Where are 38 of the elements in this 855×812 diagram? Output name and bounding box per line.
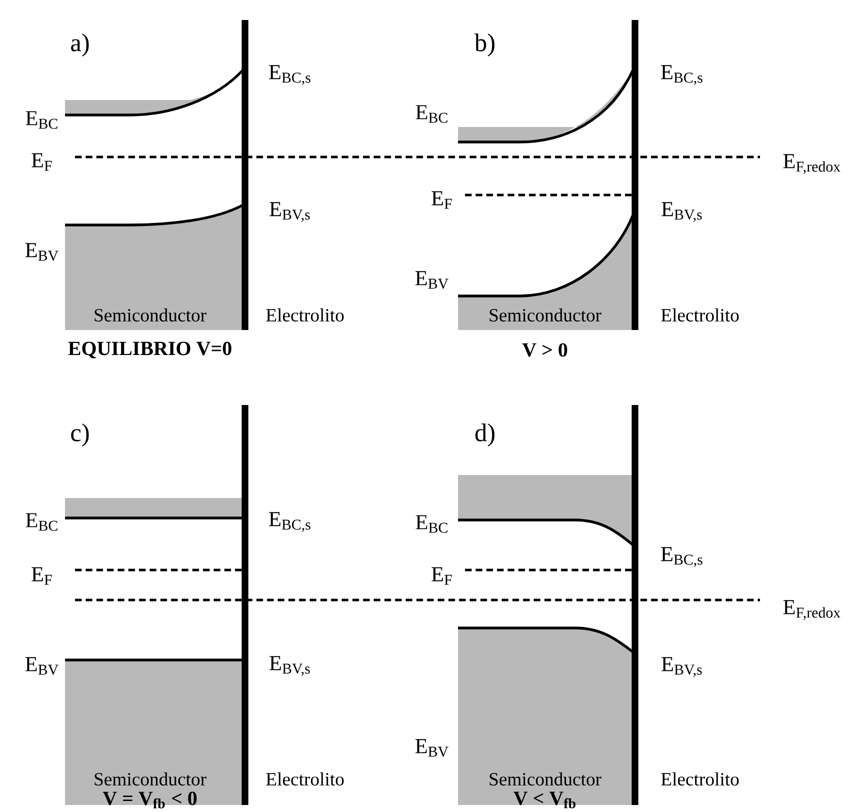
energy-level-label: E$_{BC,s}$ — [269, 512, 310, 532]
region-label: Semiconductor — [94, 308, 206, 322]
energy-level-label: E$_{BC,s}$ — [661, 65, 702, 85]
energy-level-label: E$_{F}$ — [32, 153, 52, 171]
energy-level-label: E$_{BC}$ — [26, 111, 58, 129]
energy-level-label: E$_{BV,s}$ — [270, 202, 310, 222]
panel-caption: V < V$_{fb}$ — [514, 792, 576, 808]
region-label: Electrolito — [266, 772, 344, 786]
region-label: Semiconductor — [94, 772, 206, 786]
panel-caption: EQUILIBRIO V=0 — [68, 342, 232, 358]
energy-level-label: E$_{F,redox}$ — [783, 154, 840, 174]
energy-level-label: E$_{BC}$ — [416, 515, 448, 533]
energy-level-label: E$_{F}$ — [432, 191, 452, 209]
region-label: Electrolito — [661, 772, 739, 786]
energy-level-label: E$_{BV,s}$ — [270, 656, 310, 676]
energy-level-label: E$_{BV}$ — [415, 271, 448, 289]
region-label: Semiconductor — [490, 308, 602, 322]
energy-level-label: E$_{BV}$ — [415, 739, 448, 757]
region-label: Electrolito — [661, 308, 739, 322]
energy-level-label: E$_{BV}$ — [25, 243, 58, 261]
energy-level-label: E$_{F,redox}$ — [783, 600, 840, 620]
panel-letter: a) — [71, 34, 89, 56]
panel-letter: b) — [474, 34, 494, 56]
energy-level-label: E$_{F}$ — [432, 567, 452, 585]
panel-caption: V > 0 — [522, 343, 568, 357]
energy-level-label: E$_{BC,s}$ — [269, 65, 310, 85]
region-label: Electrolito — [266, 308, 344, 322]
energy-level-label: E$_{BV}$ — [25, 657, 58, 675]
energy-level-label: E$_{BC,s}$ — [661, 547, 702, 567]
energy-level-label: E$_{F}$ — [32, 567, 52, 585]
panel-letter: c) — [71, 424, 89, 446]
energy-level-label: E$_{BV,s}$ — [662, 657, 702, 677]
energy-level-label: E$_{BC}$ — [26, 513, 58, 531]
energy-level-label: E$_{BC}$ — [416, 105, 448, 123]
energy-level-label: E$_{BV,s}$ — [662, 202, 702, 222]
panel-caption: V = V$_{fb}$ < 0 — [102, 792, 197, 808]
region-label: Semiconductor — [490, 772, 602, 786]
panel-letter: d) — [475, 424, 494, 446]
